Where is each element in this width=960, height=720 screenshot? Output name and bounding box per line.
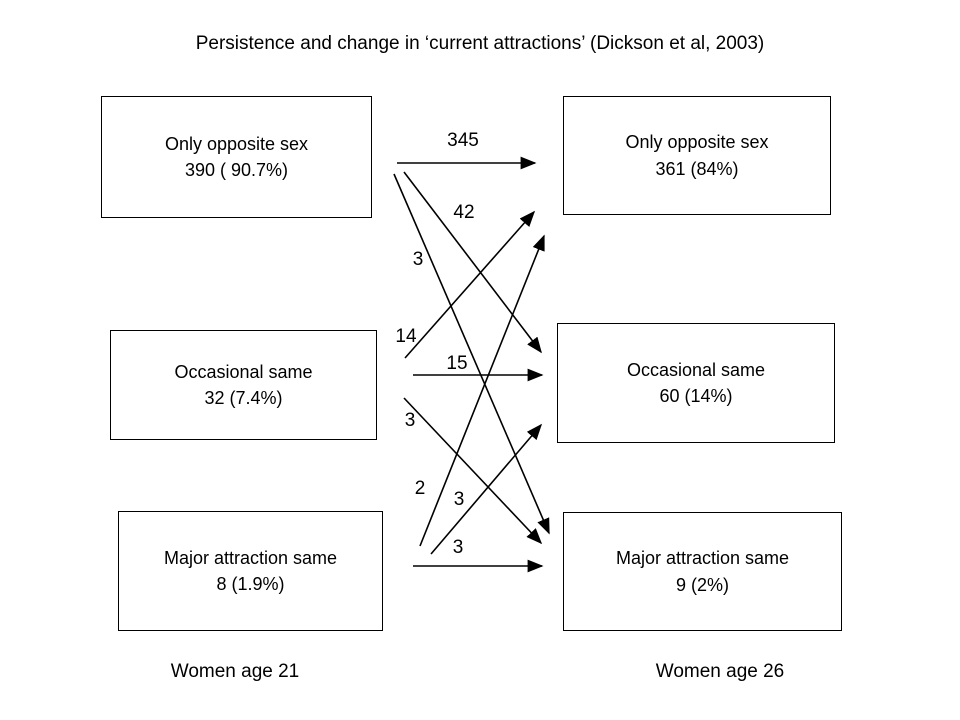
- node-label: Major attraction same: [615, 548, 790, 569]
- edge-14: [404, 210, 536, 359]
- node-left-occasional-same: Occasional same 32 (7.4%): [110, 330, 377, 440]
- node-label: Occasional same: [174, 361, 313, 382]
- node-right-only-opposite-sex: Only opposite sex 361 (84%): [563, 96, 831, 215]
- edge-label-2: 2: [414, 478, 426, 499]
- edge-label-3-top-to-bottom: 3: [412, 249, 424, 270]
- node-value: 361 (84%): [655, 158, 739, 179]
- node-value: 390 ( 90.7%): [184, 160, 289, 180]
- node-value: 60 (14%): [659, 386, 733, 406]
- edge-label-3-mid-to-bottom: 3: [404, 410, 416, 431]
- edge-3-bottom-to-mid: [430, 423, 543, 555]
- node-value: 8 (1.9%): [216, 574, 285, 594]
- node-value: 32 (7.4%): [204, 388, 283, 408]
- edge-label-14: 14: [395, 326, 417, 347]
- edge-label-3-bottom-to-bottom: 3: [452, 537, 464, 558]
- node-right-major-attraction-same: Major attraction same 9 (2%): [563, 512, 842, 631]
- node-label: Only opposite sex: [625, 132, 769, 153]
- node-label: Major attraction same: [163, 547, 338, 568]
- node-value: 9 (2%): [675, 574, 729, 595]
- edge-label-3-bottom-to-mid: 3: [453, 489, 465, 510]
- node-left-major-attraction-same: Major attraction same 8 (1.9%): [118, 511, 383, 631]
- edge-label-15: 15: [446, 353, 468, 374]
- node-right-occasional-same: Occasional same 60 (14%): [557, 323, 835, 443]
- edge-label-345: 345: [447, 130, 479, 151]
- edge-3-mid-to-bottom: [403, 397, 543, 545]
- node-label: Occasional same: [626, 359, 766, 380]
- page-title: Persistence and change in ‘current attra…: [195, 33, 765, 54]
- edge-label-42: 42: [453, 202, 475, 223]
- edge-2: [419, 234, 545, 547]
- caption-women-age-26: Women age 26: [655, 661, 785, 682]
- node-left-only-opposite-sex: Only opposite sex 390 ( 90.7%): [101, 96, 372, 218]
- node-label: Only opposite sex: [164, 133, 309, 154]
- edge-42: [403, 171, 542, 354]
- caption-women-age-21: Women age 21: [170, 661, 300, 682]
